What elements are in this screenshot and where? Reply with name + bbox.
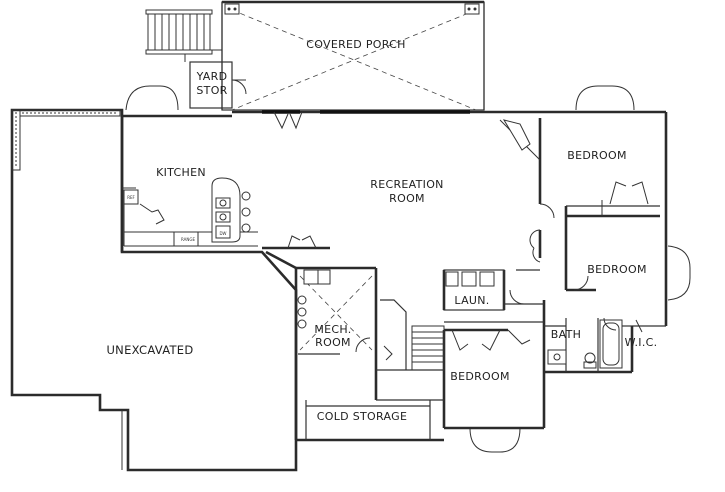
kitchen	[122, 177, 258, 247]
post-icon	[464, 3, 480, 15]
toilet-icon	[584, 352, 596, 364]
window-wells	[125, 85, 691, 453]
exterior-stairs	[145, 9, 222, 62]
yard-stor-label-2: STOR	[196, 84, 227, 97]
main-walls	[120, 110, 668, 442]
mech-room-label-2: ROOM	[315, 336, 351, 349]
interior-stairs	[376, 299, 445, 401]
bath-label: BATH	[551, 328, 581, 341]
recreation-door-icon	[287, 235, 317, 249]
washer-icon	[461, 271, 477, 287]
unexcavated-area	[10, 108, 298, 472]
ref-label: REF	[127, 195, 135, 200]
dw-label: DW	[219, 231, 226, 236]
yard-stor-label-1: YARD	[196, 70, 228, 83]
cold-storage	[305, 400, 431, 440]
unexcavated-label: UNEXCAVATED	[106, 343, 193, 357]
covered-porch-label: COVERED PORCH	[306, 38, 405, 51]
bedroom-lower-label: BEDROOM	[450, 370, 510, 383]
lower-bedroom	[442, 321, 544, 402]
dryer-icon	[479, 271, 495, 287]
water-heater-icon	[297, 319, 307, 329]
range-label: RANGE	[181, 237, 195, 242]
bedroom-middle-label: BEDROOM	[587, 263, 647, 276]
bath-area	[544, 317, 643, 372]
wic-label: W.I.C.	[625, 336, 658, 349]
bedroom-walls	[499, 118, 660, 310]
mech-room-label-1: MECH.	[314, 323, 351, 336]
mech-room	[296, 266, 378, 400]
porch-door-icon	[273, 111, 303, 130]
laundry	[442, 269, 505, 311]
post-icon	[224, 3, 240, 15]
yard-storage	[189, 61, 247, 109]
cold-storage-label: COLD STORAGE	[317, 410, 407, 423]
recreation-label-1: RECREATION	[370, 178, 443, 191]
sink-icon	[547, 349, 567, 365]
bedroom-upper-label: BEDROOM	[567, 149, 627, 162]
recreation-label-2: ROOM	[389, 192, 425, 205]
covered-porch	[221, 0, 485, 111]
kitchen-label: KITCHEN	[156, 166, 206, 179]
laundry-label: LAUN.	[454, 294, 489, 307]
